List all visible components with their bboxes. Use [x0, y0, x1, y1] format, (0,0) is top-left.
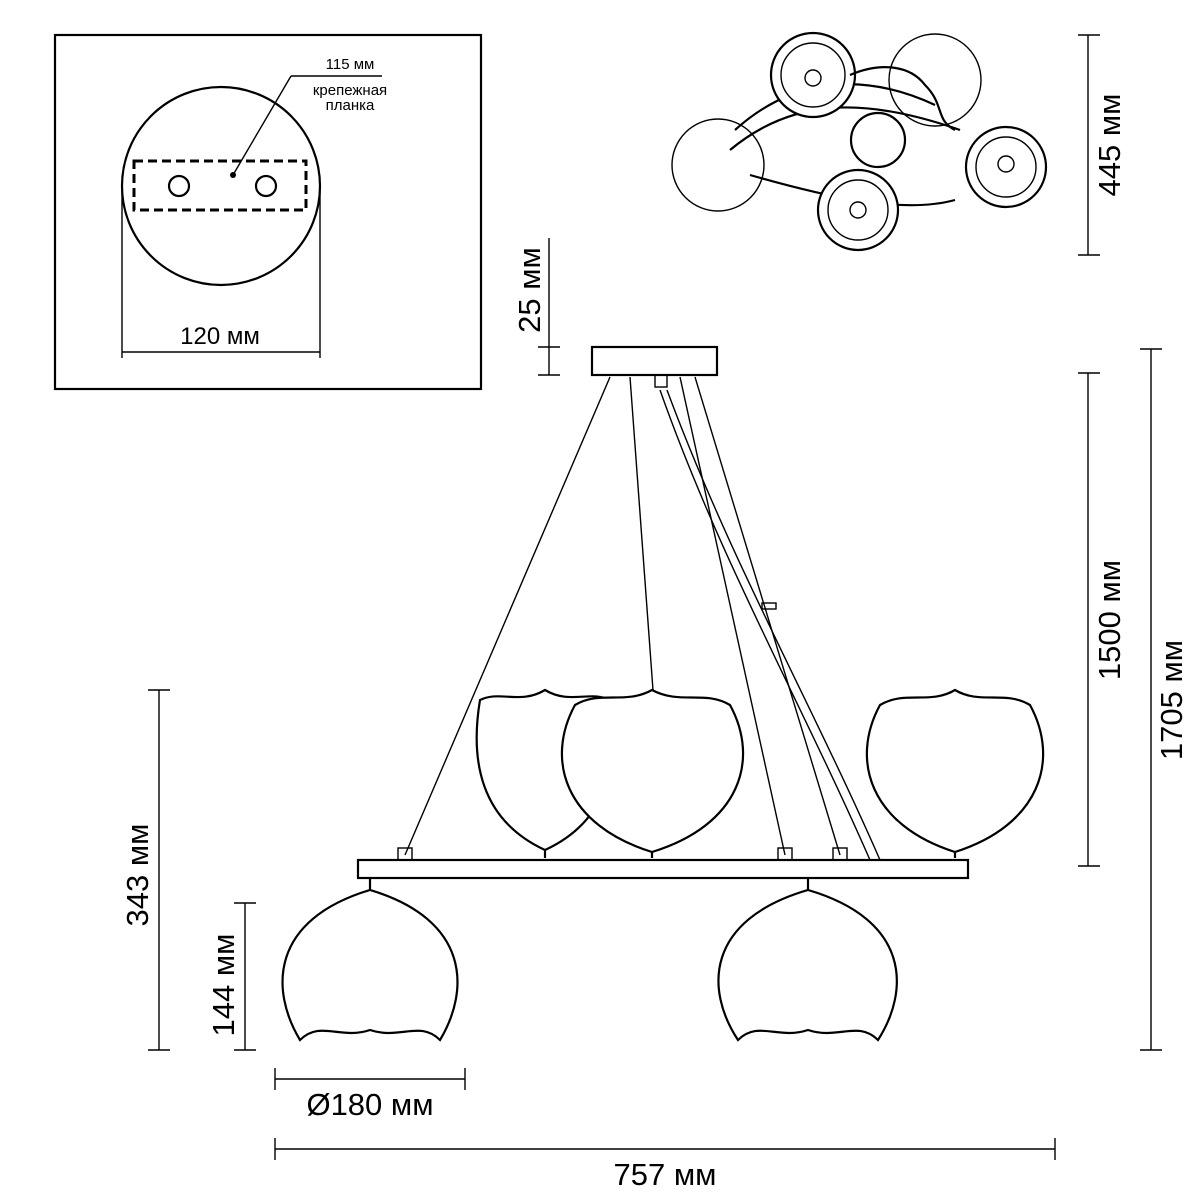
top-center-hub [849, 111, 907, 169]
suspension-wire-4 [694, 376, 841, 856]
top-shade-2-inner [975, 136, 1037, 198]
power-cable [659, 389, 881, 861]
lower-shade-right [717, 878, 898, 1042]
horizontal-frame-bar [356, 858, 970, 880]
upper-shade-2 [560, 688, 745, 858]
wire-anchor-3 [832, 847, 848, 861]
total-width-label: 757 мм [614, 1157, 717, 1192]
canopy [590, 345, 719, 377]
top-cable [849, 66, 956, 131]
top-shade-3-inner [827, 179, 889, 241]
upper-shade-3 [865, 688, 1045, 858]
wire-anchor-2 [777, 847, 793, 861]
suspension-wire-2 [629, 376, 654, 691]
suspension-wire-3 [679, 376, 786, 856]
total-height-label: 1705 мм [1154, 640, 1189, 760]
top-shade-2-socket [997, 155, 1015, 173]
inset-frame [53, 33, 483, 391]
top-shade-3 [816, 168, 900, 252]
plate-name-line1: крепежная [313, 82, 387, 99]
mounting-plate-inset: 115 мм крепежная планка 120 мм [53, 33, 483, 391]
plate-leader-line [232, 75, 292, 176]
shade-height-label: 144 мм [206, 934, 241, 1037]
inset-width-label: 120 мм [180, 323, 260, 350]
suspension-length-label: 1500 мм [1092, 560, 1127, 680]
screw-hole-right [254, 174, 278, 198]
top-shade-1-inner [780, 42, 846, 108]
front-view: 25 мм 1500 мм 1705 мм 343 мм 144 мм Ø180… [120, 238, 1189, 1192]
suspension-wire-1 [404, 376, 611, 856]
cable-clip [761, 602, 777, 610]
plate-length-label: 115 мм [326, 56, 375, 73]
canopy-height-label: 25 мм [512, 247, 547, 333]
plate-name-line2: планка [326, 97, 375, 114]
cable-gland [654, 374, 668, 388]
shade-diameter-label: Ø180 мм [306, 1087, 433, 1122]
top-shade-left [671, 118, 765, 212]
top-shade-1-socket [804, 69, 822, 87]
body-height-label: 343 мм [120, 824, 155, 927]
top-shade-upper-right [888, 33, 982, 127]
wire-anchor-1 [397, 847, 413, 861]
canopy-circle [120, 85, 322, 287]
lower-shade-left [281, 878, 459, 1042]
top-shade-3-socket [849, 201, 867, 219]
top-view: 445 мм [671, 31, 1127, 256]
top-view-depth-label: 445 мм [1092, 94, 1127, 197]
screw-hole-left [167, 174, 191, 198]
top-shade-2 [964, 125, 1048, 209]
top-shade-1 [769, 31, 857, 119]
mounting-plate-outline [132, 159, 308, 212]
